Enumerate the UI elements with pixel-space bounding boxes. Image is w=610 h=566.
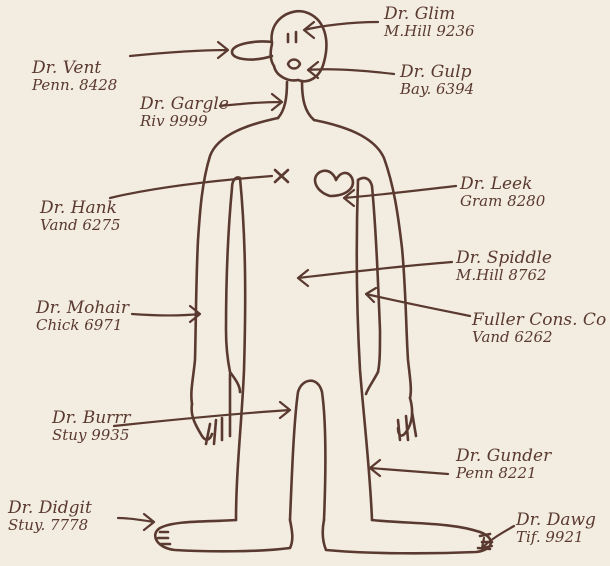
arrow-mohair <box>132 306 200 322</box>
label-dr-gargle: Dr. Gargle Riv 9999 <box>140 96 229 130</box>
left-arm-outer <box>191 118 278 404</box>
label-dr-mohair: Dr. Mohair Chick 6971 <box>36 300 129 334</box>
label-dr-spiddle: Dr. Spiddle M.Hill 8762 <box>456 250 552 284</box>
arrow-leek <box>344 186 456 206</box>
head-outline <box>271 11 327 81</box>
arrow-gunder <box>370 460 448 476</box>
left-toes <box>158 532 170 544</box>
label-phone: Penn 8221 <box>456 466 551 482</box>
right-arm-inner <box>358 178 380 372</box>
label-phone: Gram 8280 <box>460 194 545 210</box>
nose <box>232 41 272 59</box>
arrow-vent <box>130 42 228 58</box>
arrow-burrr <box>114 402 290 426</box>
arrow-spiddle <box>298 262 452 286</box>
arrow-glim <box>304 22 378 38</box>
torso-left <box>236 178 245 520</box>
mouth <box>288 60 300 69</box>
right-hand <box>366 372 416 440</box>
label-dr-dawg: Dr. Dawg Tif. 9921 <box>516 512 596 546</box>
label-phone: M.Hill 8762 <box>456 268 552 284</box>
label-dr-glim: Dr. Glim M.Hill 9236 <box>384 6 475 40</box>
label-dr-leek: Dr. Leek Gram 8280 <box>460 176 545 210</box>
left-hand <box>192 372 240 444</box>
right-foot <box>323 520 491 553</box>
left-foot <box>155 520 292 551</box>
neck <box>278 82 314 120</box>
label-phone: Stuy. 7778 <box>8 518 92 534</box>
label-phone: Riv 9999 <box>140 114 229 130</box>
label-dr-hank: Dr. Hank Vand 6275 <box>40 200 121 234</box>
label-fuller-cons-co: Fuller Cons. Co Vand 6262 <box>472 312 606 346</box>
label-dr-burrr: Dr. Burrr Stuy 9935 <box>52 410 131 444</box>
label-phone: Bay. 6394 <box>400 82 474 98</box>
label-phone: Chick 6971 <box>36 318 129 334</box>
eye <box>288 32 296 42</box>
label-phone: Stuy 9935 <box>52 428 131 444</box>
label-dr-gulp: Dr. Gulp Bay. 6394 <box>400 64 474 98</box>
label-phone: Vand 6262 <box>472 330 606 346</box>
x-mark <box>275 170 288 182</box>
label-dr-didgit: Dr. Didgit Stuy. 7778 <box>8 500 92 534</box>
left-arm-inner <box>226 177 240 372</box>
label-dr-vent: Dr. Vent Penn. 8428 <box>32 60 117 94</box>
arrow-fuller <box>366 288 470 316</box>
label-phone: Vand 6275 <box>40 218 121 234</box>
label-dr-gunder: Dr. Gunder Penn 8221 <box>456 448 551 482</box>
arrow-didgit <box>118 514 154 530</box>
right-arm-outer <box>314 120 411 398</box>
inner-legs <box>290 381 325 520</box>
label-phone: Tif. 9921 <box>516 530 596 546</box>
arrow-gulp <box>308 62 394 78</box>
arrow-hank <box>110 176 272 198</box>
heart <box>315 171 353 196</box>
label-phone: M.Hill 9236 <box>384 24 475 40</box>
label-phone: Penn. 8428 <box>32 78 117 94</box>
arrow-gargle <box>220 94 282 110</box>
